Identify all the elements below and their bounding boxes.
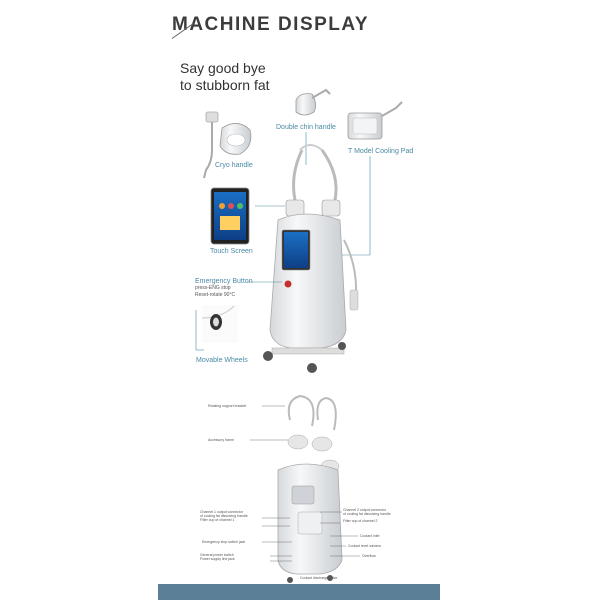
label-rotating-support-bracket: Rotating support bracket — [208, 404, 247, 408]
t-model-cooling-pad-image — [347, 101, 403, 140]
label-touch-screen: Touch Screen — [210, 248, 253, 255]
page-subtitle: Say good bye to stubborn fat — [180, 60, 270, 94]
subtitle-line-2: to stubborn fat — [180, 77, 270, 93]
subtitle-line-1: Say good bye — [180, 60, 266, 76]
channel1-callout: Channel 1 output connector of cooling fa… — [200, 510, 248, 522]
label-accessory-frame: Accessory frame — [208, 438, 235, 442]
label-cryo-handle: Cryo handle — [215, 162, 253, 169]
label-channel1-handle: of cooling fat dissolving handle — [200, 514, 248, 518]
cryo-handle-image — [203, 111, 252, 179]
label-coolant-level-window: Coolant level window — [348, 544, 381, 548]
label-power-supply-jack: Power supply line jack — [200, 557, 235, 561]
emergency-button-callout: Emergency Button press-ENG stop Reset-ro… — [195, 278, 253, 298]
emergency-instruction-1: press-ENG stop — [195, 285, 231, 291]
footer-bar — [158, 584, 440, 600]
label-channel2-connector: Channel 2 output connector — [343, 508, 387, 512]
label-emergency-button: Emergency Button — [195, 278, 253, 285]
channel2-callout: Channel 2 output connector of cooling fa… — [343, 508, 391, 523]
label-filter-cup-2: Filter cup of channel 2 — [343, 519, 378, 523]
main-machine-top — [263, 144, 359, 373]
label-emergency-stop-jack: Emergency stop switch jack — [202, 540, 246, 544]
emergency-instruction-2: Reset-rotate 90°C — [195, 291, 236, 298]
label-general-power-switch: General power switch — [200, 553, 234, 557]
label-coolant-inlet: Coolant inlet — [360, 534, 380, 538]
label-filter-cup-1: Filter cup of channel 1 — [200, 518, 235, 522]
power-callout: General power switch Power supply line j… — [200, 553, 235, 561]
double-chin-handle-image — [295, 88, 331, 116]
label-overflow: Overflow — [362, 554, 376, 558]
label-coolant-discharge-valve: Coolant discharge valve — [300, 576, 338, 580]
page-title: MACHINE DISPLAY — [172, 14, 370, 35]
movable-wheels-image — [201, 305, 238, 343]
label-channel1-connector: Channel 1 output connector — [200, 510, 244, 514]
label-double-chin-handle: Double chin handle — [276, 124, 336, 131]
label-movable-wheels: Movable Wheels — [196, 357, 248, 364]
touch-screen-image — [210, 187, 250, 245]
label-channel2-handle: of cooling fat dissolving handle — [343, 512, 391, 516]
main-machine-bottom — [277, 394, 343, 583]
label-t-model-cooling-pad: T Model Cooling Pad — [348, 148, 414, 155]
